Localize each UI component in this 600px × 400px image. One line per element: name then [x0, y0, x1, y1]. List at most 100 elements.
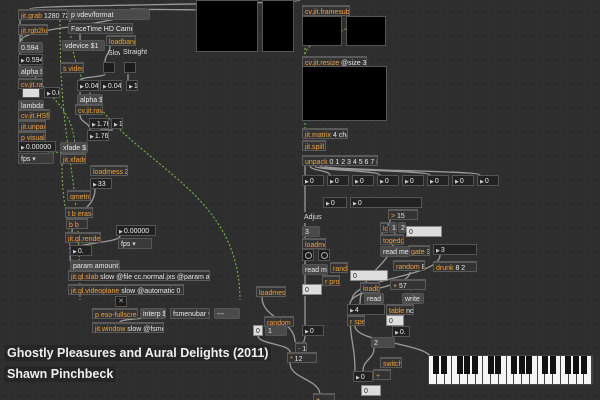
read-message[interactable]: read [364, 293, 384, 304]
interp-1-message[interactable]: interp $1 [140, 308, 166, 319]
piano-white-key[interactable] [467, 356, 479, 384]
0-number-box[interactable]: 0 [327, 175, 349, 186]
0-number-box[interactable]: 0 [350, 197, 422, 208]
piano-black-key[interactable] [580, 356, 587, 374]
piano-white-key[interactable] [429, 356, 440, 384]
author-name: Shawn Pinchbeck [4, 366, 117, 382]
p-vdev-format-message[interactable]: p vdev/format [68, 9, 150, 20]
0-00000-number-box[interactable]: 0.00000 [116, 225, 156, 236]
piano-white-key[interactable] [514, 356, 525, 384]
piano-black-key[interactable] [510, 356, 517, 374]
piano-white-key[interactable] [452, 356, 463, 384]
piano-white-key[interactable] [568, 356, 580, 384]
fsmenubar-dropdown[interactable]: fsmenubar [170, 308, 210, 319]
0-number-box[interactable]: 0 [377, 175, 399, 186]
0-number-box[interactable]: 0 [402, 175, 424, 186]
piano-white-key[interactable] [475, 356, 484, 384]
piano-white-key[interactable] [545, 356, 556, 384]
1-number-box[interactable]: 1 [111, 118, 123, 129]
piano-black-key[interactable] [518, 356, 525, 374]
box-name: jit.matrix [305, 132, 332, 139]
box-name: loadbang [109, 39, 136, 46]
4-number-box[interactable]: 4 [347, 304, 385, 315]
piano-black-key[interactable] [456, 356, 463, 374]
vdevice-1-message[interactable]: vdevice $1 [62, 40, 105, 51]
write-message[interactable]: write [402, 293, 424, 304]
fps-dropdown[interactable]: fps [18, 153, 54, 164]
read-melody8-txt-message[interactable]: read melody8.txt [302, 264, 328, 275]
piano-black-key[interactable] [487, 356, 494, 374]
1-767-number-box[interactable]: 1.767 [87, 130, 109, 141]
piano-black-key[interactable] [495, 356, 502, 374]
keyboard-slider[interactable] [428, 355, 593, 385]
fps-dropdown[interactable]: fps [118, 238, 152, 249]
alpha-1-message[interactable]: alpha $1 [18, 66, 43, 77]
0-number-box[interactable]: 0 [302, 175, 324, 186]
0-number-box[interactable]: 0 [477, 175, 499, 186]
box-message[interactable]: --- [214, 308, 240, 319]
0-594-number-box[interactable]: 0.594 [18, 54, 43, 65]
0-04-number-box[interactable]: 0.04 [100, 80, 122, 91]
0-message[interactable]: 0 [361, 385, 381, 396]
box-name: 1 [118, 121, 123, 128]
fullscreen-toggle[interactable]: ✕ [115, 296, 127, 307]
piano-white-key[interactable] [436, 356, 448, 384]
0-message[interactable]: 0 [253, 325, 263, 336]
piano-black-key[interactable] [526, 356, 533, 374]
0-number-box[interactable]: 0 [323, 197, 347, 208]
3-message[interactable]: 3 [302, 226, 320, 237]
piano-black-key[interactable] [565, 356, 572, 374]
1-message[interactable]: 1 [265, 325, 287, 336]
piano-white-key[interactable] [561, 356, 572, 384]
piano-black-key[interactable] [464, 356, 471, 374]
piano-white-key[interactable] [444, 356, 453, 384]
piano-white-key[interactable] [522, 356, 533, 384]
straight-toggle[interactable] [124, 62, 136, 73]
read-melody1-txt-message[interactable]: read melody1.txt [380, 246, 410, 257]
piano-white-key[interactable] [537, 356, 548, 384]
bang-button[interactable] [302, 249, 314, 261]
0-01-number-box[interactable]: 0.01 [44, 87, 60, 98]
0-04-number-box[interactable]: 0.04 [77, 80, 99, 91]
1-number-box[interactable]: 1 [126, 80, 138, 91]
box-object: > 15 [388, 209, 418, 220]
piano-white-key[interactable] [553, 356, 562, 384]
piano-white-key[interactable] [460, 356, 471, 384]
0-number-box[interactable]: 0 [452, 175, 474, 186]
0-number-box[interactable]: 0 [302, 325, 324, 336]
piano-white-key[interactable] [576, 356, 587, 384]
piano-black-key[interactable] [549, 356, 556, 374]
piano-black-key[interactable] [441, 356, 448, 374]
piano-white-key[interactable] [491, 356, 502, 384]
facetime-hd-came-dropdown[interactable]: FaceTime HD Came... [68, 23, 133, 34]
xfade-1-message[interactable]: xfade $1 [60, 142, 88, 153]
0-number-box[interactable]: 0. [70, 245, 92, 256]
0-number-box[interactable]: 0 [352, 175, 374, 186]
2-message[interactable]: 2 [398, 222, 406, 233]
33-number-box[interactable]: 33 [90, 178, 112, 189]
bang-button[interactable] [318, 249, 330, 261]
0-number-box[interactable]: 0 [427, 175, 449, 186]
piano-black-key[interactable] [472, 356, 479, 374]
slow-toggle[interactable] [103, 62, 115, 73]
0-message[interactable]: 0 [302, 284, 322, 295]
0-00000-number-box[interactable]: 0.00000 [18, 141, 56, 152]
0-message[interactable]: 0 [350, 270, 388, 281]
piano-black-key[interactable] [573, 356, 580, 374]
0-number-box[interactable]: 0. [392, 326, 410, 337]
piano-black-key[interactable] [433, 356, 440, 374]
0-message[interactable]: 0 [406, 226, 442, 237]
1-767-number-box[interactable]: 1.767 [89, 118, 109, 129]
piano-white-key[interactable] [506, 356, 517, 384]
2-message[interactable]: 2 [371, 337, 395, 348]
piano-black-key[interactable] [541, 356, 548, 374]
piano-white-key[interactable] [584, 356, 593, 384]
1-message[interactable]: 1 [389, 222, 397, 233]
piano-white-key[interactable] [498, 356, 507, 384]
piano-white-key[interactable] [529, 356, 538, 384]
0-number-box[interactable]: 0 [353, 371, 373, 382]
0-message[interactable]: 0 [386, 315, 404, 326]
3-number-box[interactable]: 3 [433, 244, 477, 255]
piano-white-key[interactable] [483, 356, 494, 384]
0-594-message[interactable]: 0.594 [18, 42, 43, 53]
